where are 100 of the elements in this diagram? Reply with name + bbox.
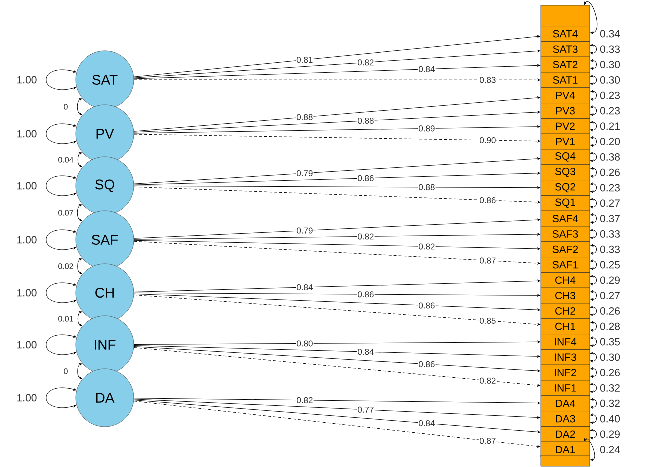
edge-label: 0.82	[357, 59, 375, 66]
residual-loop	[590, 306, 598, 316]
edge-label: 0.35	[600, 338, 620, 346]
indicator-box: CH3	[540, 288, 590, 304]
loading-arrow	[134, 347, 540, 387]
loading-arrow	[134, 186, 540, 190]
edge-label: 0.02	[58, 263, 74, 270]
residual-loop	[590, 214, 598, 224]
edge-label: 0.04	[58, 156, 74, 164]
loading-arrow	[134, 134, 540, 142]
edge-label: 0.83	[479, 76, 497, 84]
loading-arrow	[134, 400, 540, 434]
indicator-box: SQ4	[540, 149, 590, 166]
empty-box	[540, 455, 590, 467]
variance-loop	[46, 283, 76, 303]
indicator-box: INF3	[540, 350, 590, 366]
loading-arrow	[134, 79, 540, 82]
edge-label: 0.88	[357, 117, 375, 125]
covariance-arc	[78, 364, 82, 380]
residual-loop	[590, 90, 598, 101]
residual-loop	[590, 352, 598, 363]
edge-label: 0.07	[58, 210, 74, 216]
edge-label: 0.38	[600, 154, 620, 161]
loading-arrow	[134, 64, 540, 80]
residual-loop	[590, 75, 598, 86]
residual-loop	[590, 167, 598, 178]
edge-label: 0.86	[418, 360, 436, 368]
edge-label: 0.90	[479, 136, 497, 144]
edge-label: 0.27	[600, 292, 620, 300]
edge-label: 0.32	[600, 384, 620, 392]
loading-arrow	[134, 341, 540, 346]
variance-loop	[46, 230, 76, 250]
residual-loop	[590, 198, 598, 209]
indicator-box: SAT4	[540, 26, 590, 42]
edge-label: 0.84	[296, 284, 314, 292]
edge-label: 0.82	[479, 377, 497, 385]
residual-loop	[590, 383, 598, 394]
edge-label: 0.33	[600, 46, 620, 54]
loading-arrow	[134, 96, 540, 132]
loading-arrow	[134, 50, 540, 78]
covariance-arc	[78, 152, 82, 168]
loading-arrow	[134, 158, 540, 184]
edge-label: 0.79	[296, 170, 314, 178]
edge-label: 0.77	[357, 406, 375, 414]
loading-arrow	[134, 346, 540, 358]
indicator-box: PV4	[540, 88, 590, 104]
loading-arrow	[134, 233, 540, 240]
edge-label: 0.40	[600, 415, 620, 423]
indicator-box: SAF4	[540, 210, 590, 227]
edge-label: 0	[63, 368, 69, 375]
edge-label: 0.80	[296, 340, 314, 348]
edge-label: 0.33	[600, 230, 620, 238]
loading-arrow	[134, 292, 540, 297]
edge-label: 0.21	[600, 122, 620, 130]
loading-arrow	[134, 399, 540, 419]
covariance-arc	[77, 98, 82, 116]
edge-label: 1.00	[18, 76, 37, 84]
indicator-box: PV3	[540, 103, 590, 119]
residual-loop	[590, 429, 598, 440]
variance-loop	[46, 124, 76, 144]
loading-arrow	[134, 294, 540, 312]
loading-arrow	[134, 398, 540, 404]
covariance-arc	[78, 258, 82, 274]
edge-label: 0.26	[600, 308, 620, 315]
edge-label: 0.86	[357, 290, 375, 298]
indicator-box: SAT1	[540, 72, 590, 88]
edge-label: 0.86	[357, 174, 375, 182]
edge-label: 0.85	[479, 317, 497, 325]
edge-label: 1.00	[18, 289, 37, 297]
edge-label: 0	[63, 104, 69, 110]
edge-label: 0.82	[418, 243, 436, 250]
indicator-box: SAF3	[540, 226, 590, 242]
empty-box	[540, 5, 590, 27]
loading-arrow	[134, 240, 540, 250]
loading-arrow	[134, 346, 540, 372]
indicator-box: INF2	[540, 364, 590, 381]
edge-label: 0.01	[58, 316, 74, 322]
edge-label: 1.00	[18, 236, 37, 244]
residual-loop	[590, 398, 598, 409]
loading-arrow	[134, 241, 540, 265]
indicator-box: PV2	[540, 118, 590, 134]
residual-loop	[590, 414, 598, 424]
edge-label: 0.86	[418, 302, 436, 310]
variance-loop	[46, 176, 76, 196]
edge-label: 0.87	[479, 257, 497, 264]
covariance-arc	[77, 204, 82, 222]
residual-loop	[590, 121, 598, 132]
residual-loop	[590, 321, 598, 332]
variance-loop	[46, 335, 76, 355]
edge-label: 0.30	[600, 61, 620, 69]
edge-label: 0.86	[479, 196, 497, 204]
loading-arrow	[134, 294, 540, 326]
indicator-box: SQ3	[540, 164, 590, 180]
residual-loop	[590, 290, 598, 301]
edge-label: 0.29	[600, 276, 620, 284]
residual-loop	[590, 152, 598, 162]
residual-loop	[590, 44, 598, 55]
residual-arc	[584, 2, 598, 34]
residual-arc	[584, 438, 596, 462]
indicator-box: SQ1	[540, 196, 590, 212]
